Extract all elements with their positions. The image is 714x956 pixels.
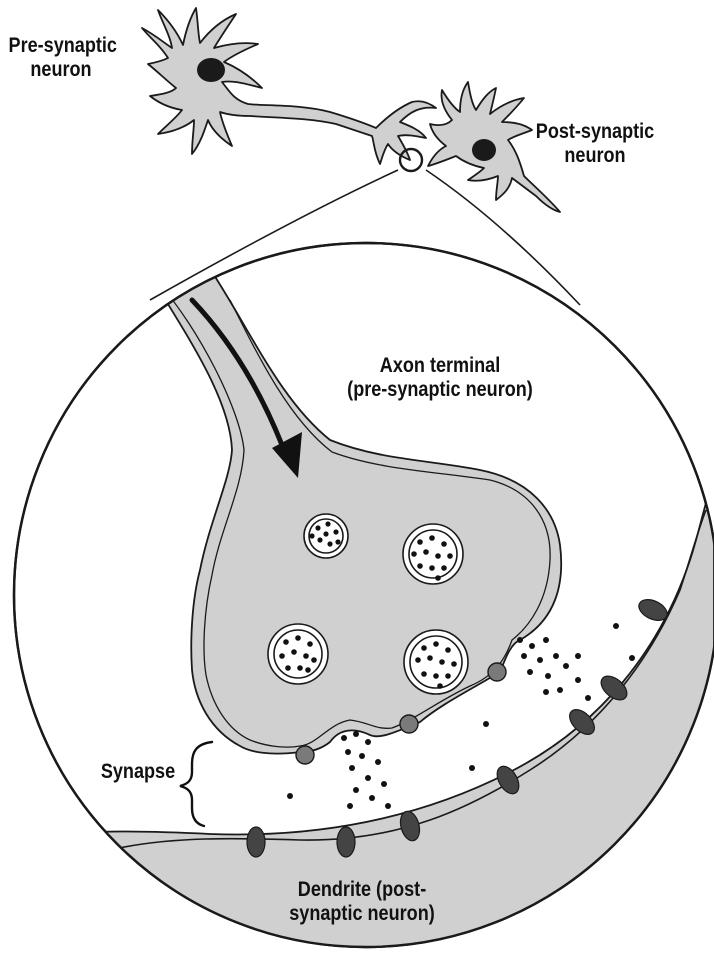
vesicle (267, 623, 329, 685)
post-neuron-label-line2: neuron (564, 144, 626, 167)
receptor (569, 709, 595, 735)
synapse-label: Synapse (95, 760, 181, 784)
zoom-line-right (425, 169, 581, 306)
axon-terminal-membrane (157, 281, 551, 748)
vesicle (402, 523, 464, 585)
zoom-line-left (149, 169, 399, 301)
post-synaptic-neuron-label: Post-synaptic neuron (531, 120, 660, 168)
curved-down-arrow-icon (189, 297, 302, 478)
post-synaptic-neuron (427, 81, 561, 213)
transporter-proteins (295, 662, 507, 765)
vesicle (403, 629, 469, 695)
receptors (246, 599, 668, 858)
neurotransmitters-vesicles (279, 521, 457, 689)
pre-neuron-label-line1: Pre-synaptic (8, 34, 117, 57)
receptor (336, 826, 356, 858)
pre-neuron-body (141, 7, 437, 165)
zoomed-view (14, 266, 714, 947)
axon-terminal-label: Axon terminal (pre-synaptic neuron) (333, 354, 548, 402)
pre-neuron-nucleus (197, 58, 225, 82)
pre-neuron-label-line2: neuron (30, 58, 92, 81)
axon-terminal-label-line2: (pre-synaptic neuron) (347, 378, 533, 401)
post-neuron-nucleus (472, 139, 496, 161)
synapse-label-text: Synapse (100, 760, 176, 783)
pre-synaptic-neuron-label: Pre-synaptic neuron (8, 34, 117, 82)
curly-bracket-icon (179, 740, 214, 828)
dendrite-membrane (109, 509, 707, 851)
receptor (496, 765, 520, 795)
axon-terminal-label-line1: Axon terminal (379, 354, 501, 377)
receptor (638, 599, 668, 621)
neurotransmitters-cleft (287, 623, 635, 809)
post-neuron-label-line1: Post-synaptic (535, 120, 655, 143)
receptor (399, 810, 421, 842)
pre-synaptic-neuron (141, 7, 437, 165)
zoom-lines (149, 169, 581, 306)
protein (399, 714, 419, 734)
zoom-ring (398, 147, 424, 173)
dendrite-label-line2: synaptic neuron) (289, 902, 435, 925)
vesicles (267, 513, 469, 695)
dendrite-label: Dendrite (post- synaptic neuron) (276, 878, 448, 926)
receptor (246, 826, 266, 858)
protein (295, 745, 315, 765)
dendrite-label-line1: Dendrite (post- (297, 878, 427, 901)
zoom-circle-border (12, 241, 714, 949)
protein (487, 662, 507, 682)
receptor (600, 675, 628, 701)
